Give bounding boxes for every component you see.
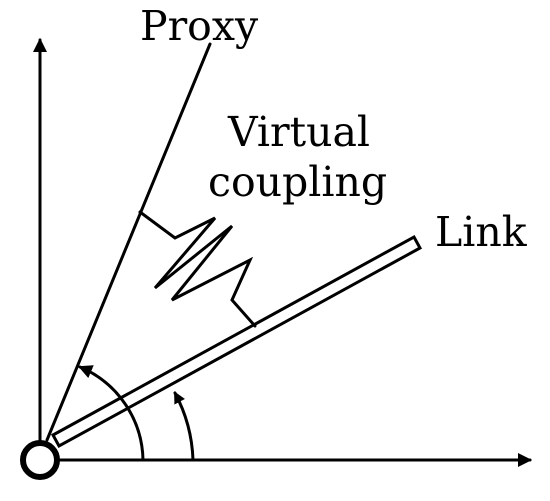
proxy-angle-arc xyxy=(78,365,145,462)
link-angle-arc xyxy=(173,391,195,462)
joint-circle xyxy=(20,440,60,480)
proxy-line xyxy=(45,42,212,442)
link-label: Link xyxy=(435,208,528,256)
virtual-coupling-spring xyxy=(138,210,257,328)
virtual-label: Virtual xyxy=(227,108,370,156)
proxy-label: Proxy xyxy=(140,2,259,50)
link-bar xyxy=(50,234,423,449)
coupling-label: coupling xyxy=(208,158,387,206)
